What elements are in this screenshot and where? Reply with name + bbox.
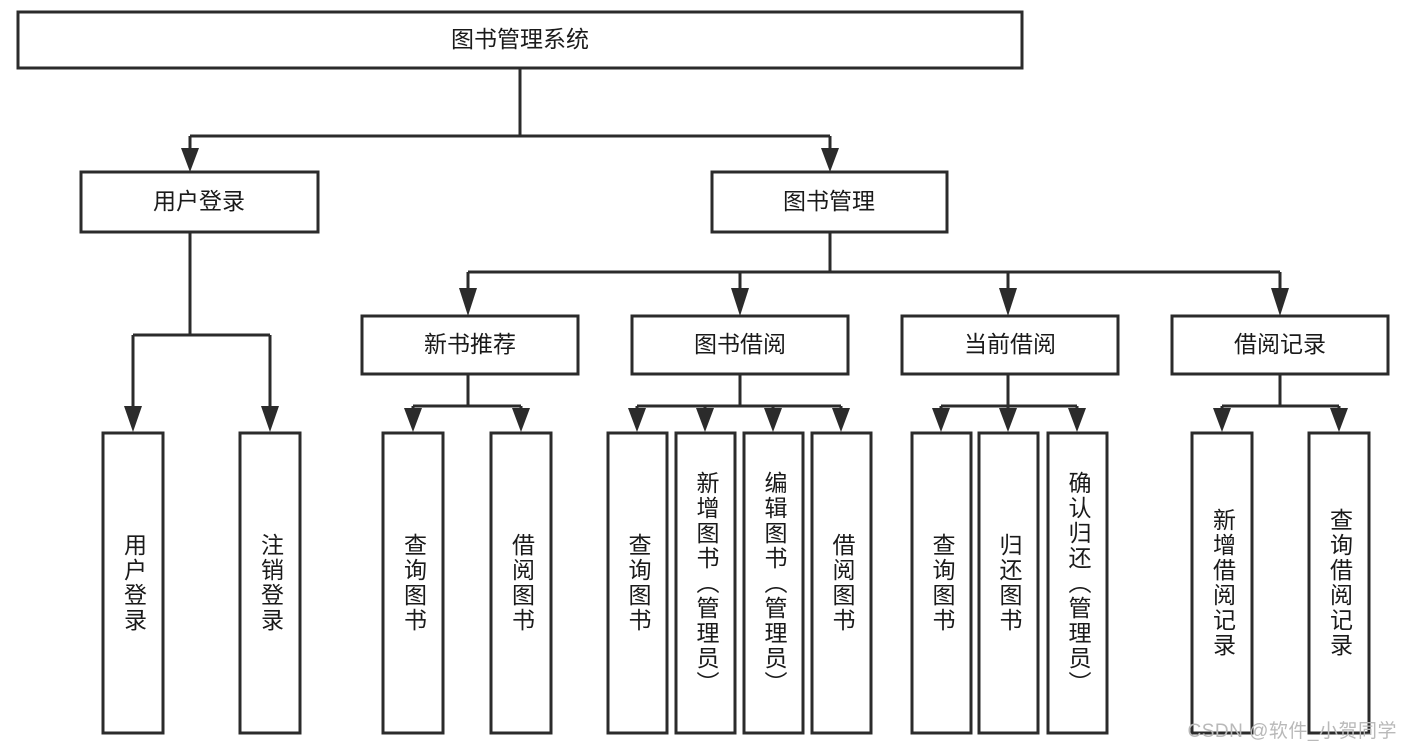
arrow-to-leaf-return-book: [999, 408, 1017, 432]
arrow-to-leaf-add-book: [696, 408, 714, 432]
arrow-to-leaf-query-record: [1330, 408, 1348, 432]
node-leaf-query-record[interactable]: [1307, 431, 1371, 735]
arrow-to-leaf-borrow-book-2: [832, 408, 850, 432]
node-user-login[interactable]: [79, 170, 320, 234]
arrow-to-book-borrow: [731, 288, 749, 316]
node-current-borrow[interactable]: [900, 314, 1120, 376]
arrow-to-book-manage: [821, 148, 839, 172]
node-leaf-edit-book[interactable]: [742, 431, 805, 735]
node-user-login-label: 用户登录: [153, 188, 245, 214]
node-borrow-record[interactable]: [1170, 314, 1390, 376]
node-book-manage[interactable]: [710, 170, 949, 234]
node-leaf-query-book-3[interactable]: [910, 431, 973, 735]
arrow-to-user-login: [181, 148, 199, 172]
node-leaf-query-book-1[interactable]: [381, 431, 445, 735]
node-borrow-record-label: 借阅记录: [1234, 331, 1326, 357]
node-leaf-return-book[interactable]: [977, 431, 1040, 735]
arrow-to-leaf-edit-book: [764, 408, 782, 432]
node-leaf-add-record[interactable]: [1190, 431, 1254, 735]
arrow-to-current-borrow: [999, 288, 1017, 316]
arrow-to-leaf-logout: [261, 406, 279, 432]
connector-layer: [124, 68, 1348, 432]
node-root-label: 图书管理系统: [451, 26, 589, 52]
csdn-watermark: CSDN @软件_小贺同学: [1187, 721, 1397, 742]
node-book-borrow[interactable]: [630, 314, 850, 376]
node-current-borrow-label: 当前借阅: [964, 331, 1056, 357]
node-leaf-user-login[interactable]: [101, 431, 165, 735]
node-leaf-borrow-book-1[interactable]: [489, 431, 553, 735]
arrow-to-leaf-add-record: [1213, 408, 1231, 432]
node-new-book-recommend-label: 新书推荐: [424, 331, 516, 357]
node-leaf-borrow-book-2[interactable]: [810, 431, 873, 735]
arrow-to-leaf-query-book-2: [628, 408, 646, 432]
node-leaf-query-book-2[interactable]: [606, 431, 669, 735]
node-leaf-confirm-return[interactable]: [1046, 431, 1109, 735]
arrow-to-leaf-query-book-3: [932, 408, 950, 432]
arrow-to-leaf-confirm-return: [1068, 408, 1086, 432]
node-new-book-recommend[interactable]: [360, 314, 580, 376]
node-leaf-add-book[interactable]: [674, 431, 737, 735]
arrow-to-leaf-user-login: [124, 406, 142, 432]
node-leaf-logout[interactable]: [238, 431, 302, 735]
arrow-to-borrow-record: [1271, 288, 1289, 316]
node-root[interactable]: [16, 10, 1024, 70]
arrow-to-leaf-borrow-book-1: [512, 408, 530, 432]
arrow-to-new-book-recommend: [459, 288, 477, 316]
node-book-manage-label: 图书管理: [783, 188, 875, 214]
arrow-to-leaf-query-book-1: [404, 408, 422, 432]
node-layer: 图书管理系统 用户登录 图书管理 新书推荐 图书借阅 当前借阅 借阅记录: [16, 10, 1390, 735]
node-book-borrow-label: 图书借阅: [694, 331, 786, 357]
